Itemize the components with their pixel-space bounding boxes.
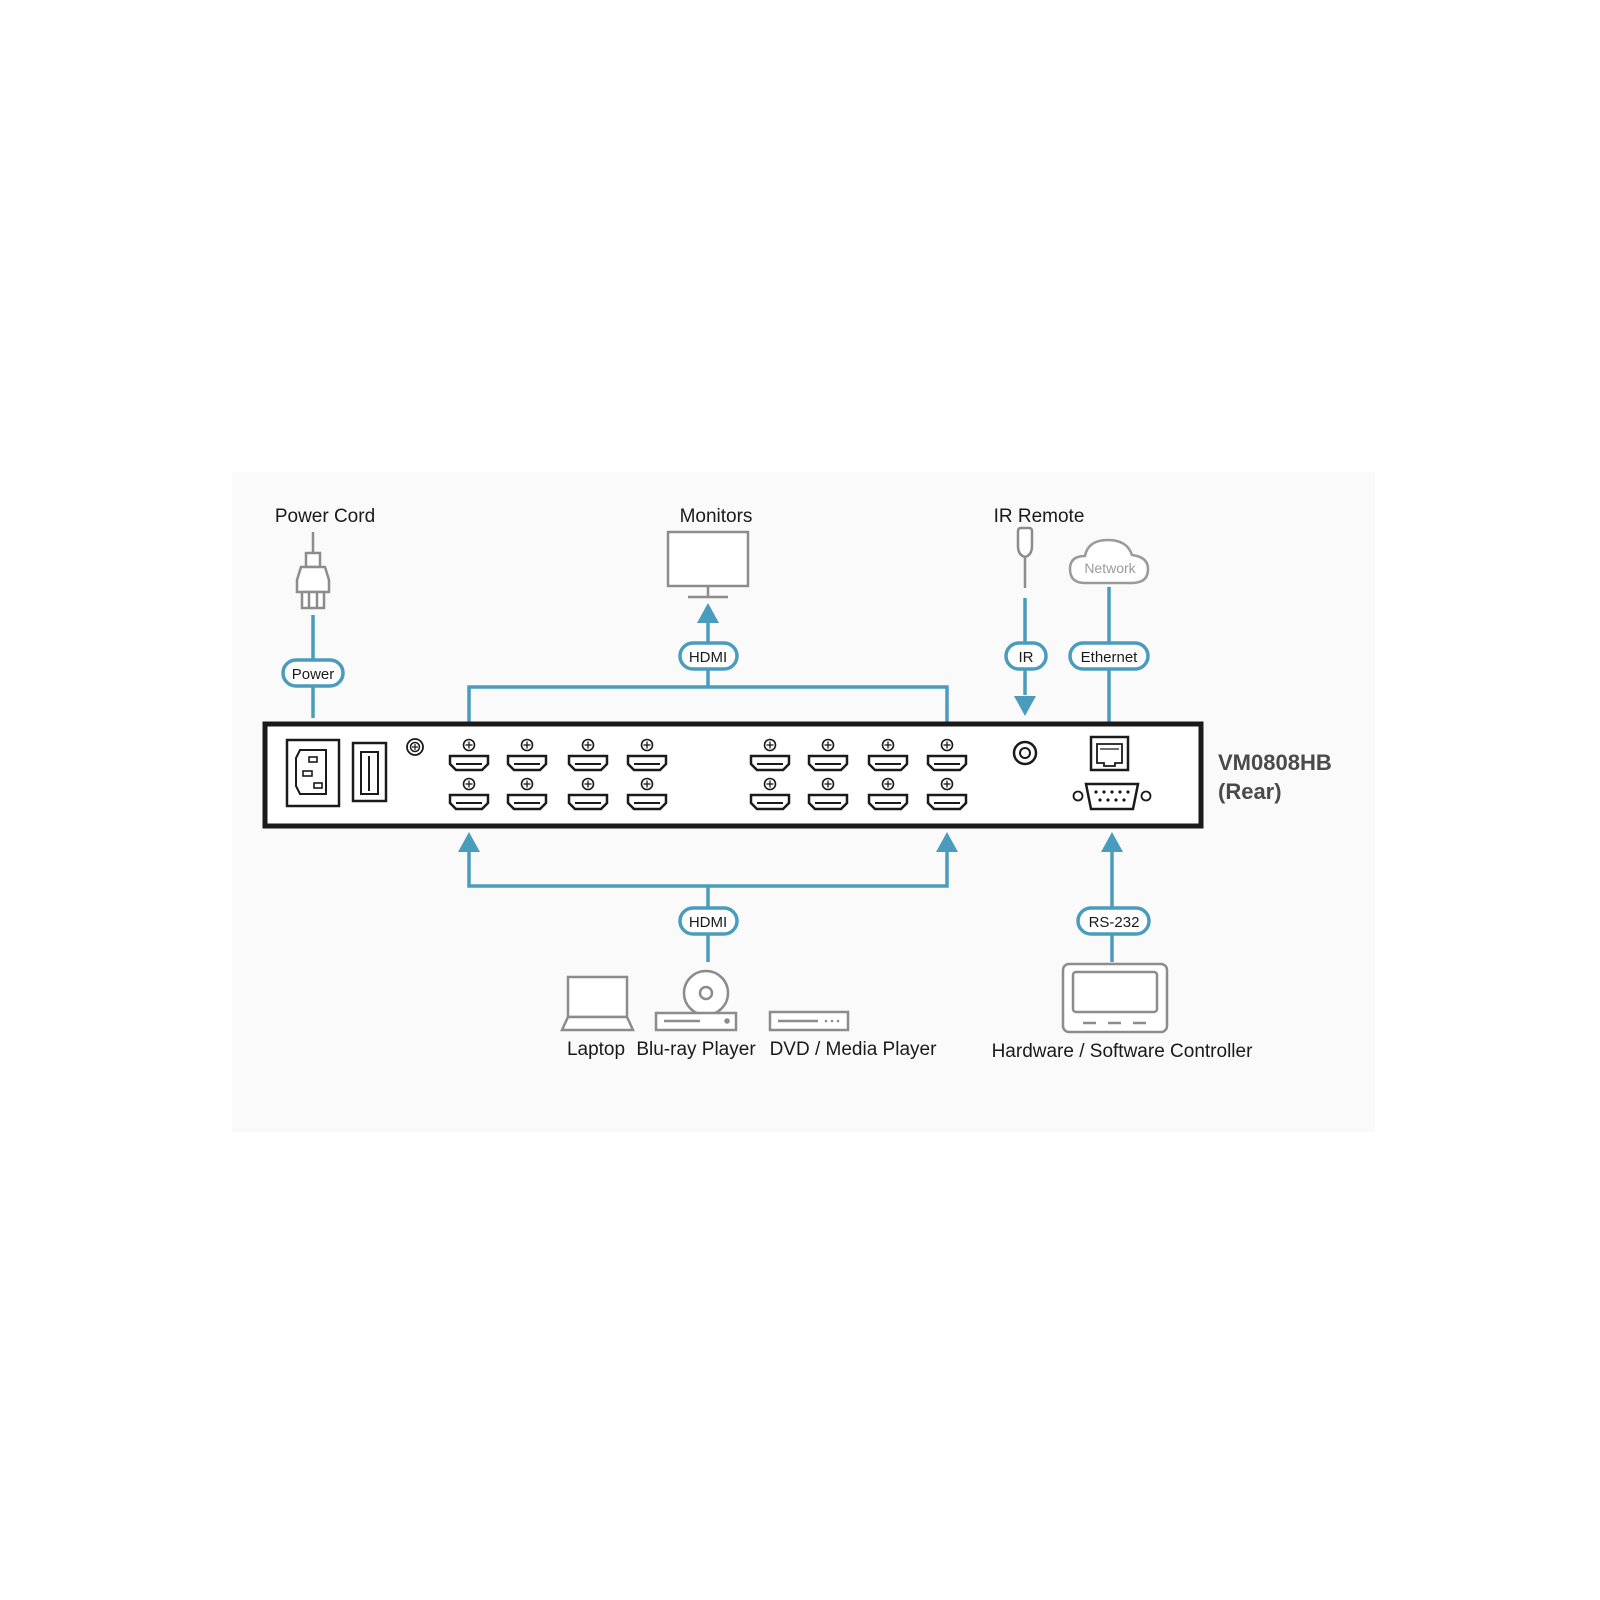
arrow-up-rs232 — [1101, 832, 1123, 852]
device-rear-panel — [262, 721, 1204, 829]
device-model-label: VM0808HB — [1218, 750, 1332, 775]
touch-panel-icon — [1061, 962, 1169, 1034]
bluray-player-label: Blu-ray Player — [636, 1039, 756, 1060]
arrow-heads — [458, 603, 1123, 852]
laptop-label: Laptop — [567, 1039, 625, 1060]
ethernet-port — [1089, 735, 1130, 772]
laptop-icon — [560, 975, 635, 1032]
pill-hdmi-in-label: HDMI — [689, 914, 727, 931]
device-view-label: (Rear) — [1218, 779, 1282, 804]
monitors-label: Monitors — [680, 506, 753, 527]
pill-ir: IR — [1004, 641, 1048, 671]
power-cord-label: Power Cord — [275, 506, 375, 527]
pill-ethernet: Ethernet — [1068, 641, 1150, 671]
cloud-icon: Network — [1068, 538, 1150, 585]
disc-player-icon — [654, 969, 738, 1032]
power-switch — [351, 741, 388, 803]
controller-label: Hardware / Software Controller — [992, 1041, 1253, 1062]
pill-rs232-label: RS-232 — [1089, 914, 1140, 931]
dvd-media-player-label: DVD / Media Player — [770, 1039, 938, 1060]
pill-power-label: Power — [292, 666, 335, 683]
pill-hdmi-in: HDMI — [678, 906, 739, 936]
arrow-up-input-right — [936, 832, 958, 852]
ground-screw-icon — [406, 738, 424, 756]
rs232-port — [1072, 782, 1152, 811]
monitor-icon — [666, 530, 750, 599]
arrow-down-ir — [1014, 696, 1036, 716]
pill-hdmi-out: HDMI — [678, 641, 739, 671]
arrow-up-input-left — [458, 832, 480, 852]
pill-hdmi-out-label: HDMI — [689, 649, 727, 666]
pill-rs232: RS-232 — [1076, 906, 1151, 936]
arrow-up-monitors — [697, 603, 719, 623]
media-player-icon — [768, 1010, 850, 1032]
plug-icon — [295, 532, 331, 610]
power-inlet — [285, 738, 341, 808]
pill-ir-label: IR — [1019, 649, 1034, 666]
ir-remote-label: IR Remote — [994, 506, 1085, 527]
ir-port — [1012, 740, 1038, 766]
pill-ethernet-label: Ethernet — [1081, 649, 1139, 666]
pill-power: Power — [281, 658, 345, 688]
network-label: Network — [1084, 560, 1136, 576]
remote-sensor-icon — [1016, 526, 1034, 588]
